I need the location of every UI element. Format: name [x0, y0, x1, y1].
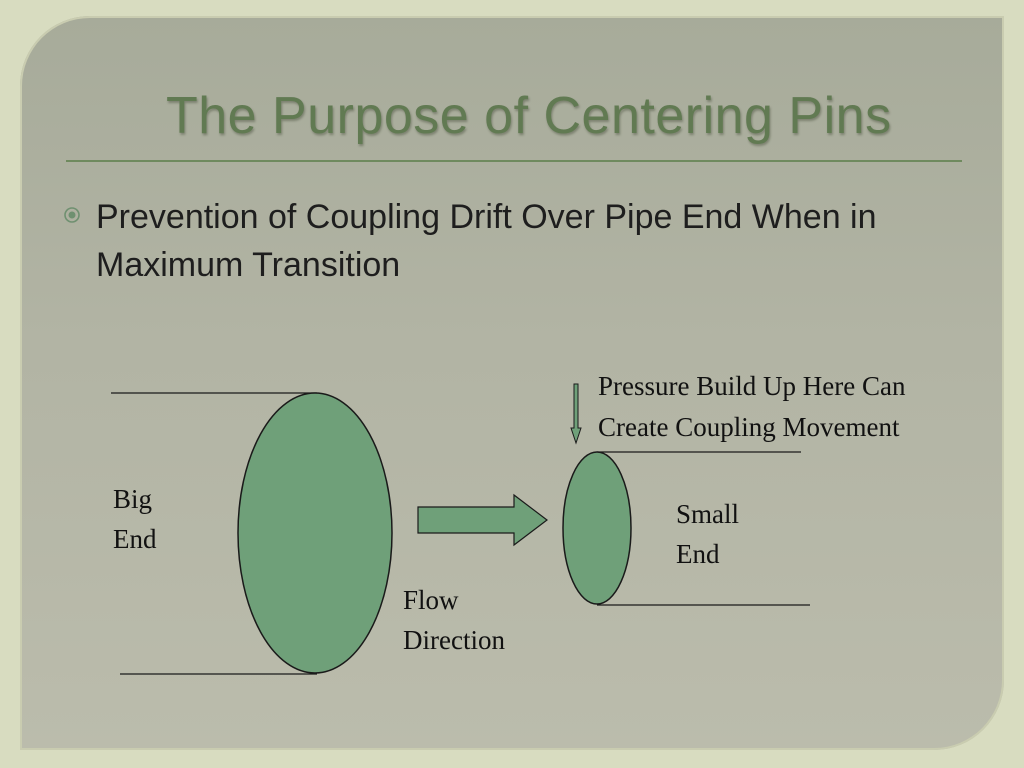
bullet-text: Prevention of Coupling Drift Over Pipe E… — [96, 198, 877, 284]
pressure-note-line1: Pressure Build Up Here Can — [598, 371, 906, 401]
pressure-note: Pressure Build Up Here Can Create Coupli… — [598, 366, 1008, 448]
flow-direction-arrow — [417, 493, 548, 547]
small-end-ellipse — [562, 451, 632, 605]
small-end-label-line2: End — [676, 539, 720, 569]
flow-direction-label: Flow Direction — [403, 580, 563, 660]
circle-dot-bullet-icon — [64, 207, 80, 223]
small-end-label: Small End — [676, 494, 776, 574]
slide-title: The Purpose of Centering Pins — [166, 87, 892, 145]
title-underline — [66, 160, 962, 162]
big-end-label-line2: End — [113, 524, 157, 554]
slide-background — [20, 16, 1004, 750]
small-end-label-line1: Small — [676, 499, 740, 529]
pressure-note-line2: Create Coupling Movement — [598, 412, 900, 442]
big-end-label: Big End — [113, 479, 193, 559]
big-end-ellipse — [237, 392, 393, 674]
pressure-arrow — [570, 383, 582, 445]
big-end-label-line1: Big — [113, 484, 153, 514]
flow-label-line1: Flow — [403, 585, 459, 615]
flow-label-line2: Direction — [403, 625, 505, 655]
